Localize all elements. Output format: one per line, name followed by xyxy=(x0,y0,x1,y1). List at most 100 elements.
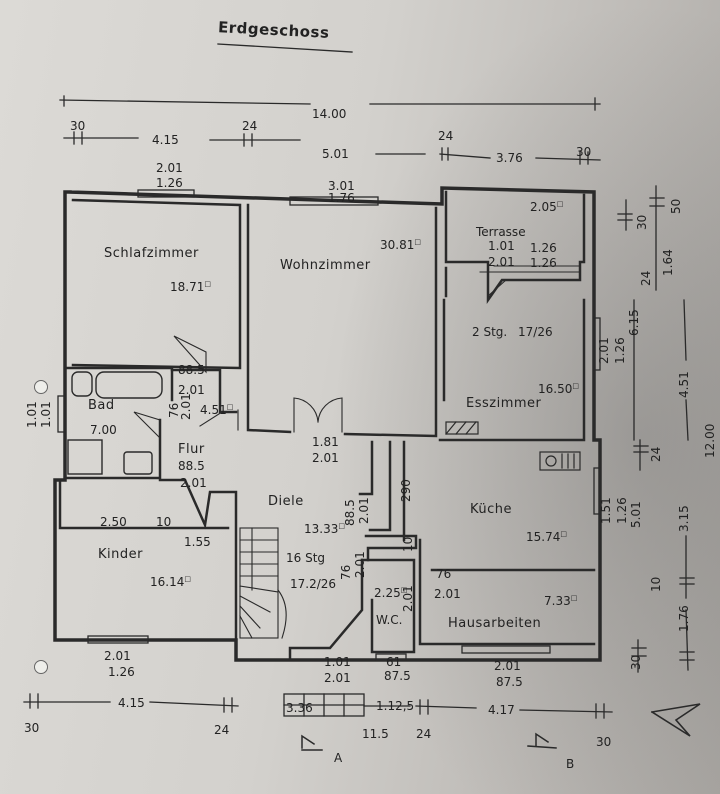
diele-door-height: 2.01 xyxy=(357,497,371,524)
punch-hole-top xyxy=(34,380,48,394)
kinder-dim-b: 10 xyxy=(156,515,172,529)
wohnzimmer-area: 30.81□ xyxy=(380,238,421,252)
top-dimension-lines xyxy=(59,43,601,165)
terrasse-door-2-height: 1.26 xyxy=(530,256,557,270)
dim-top-seg-1: 4.15 xyxy=(152,133,179,147)
area-mark: □ xyxy=(400,586,408,594)
dim-right-overall: 12.00 xyxy=(703,423,717,458)
punch-hole-bottom xyxy=(34,660,48,674)
bad-door-width: 88.5 xyxy=(178,363,205,377)
dim-top-wall-a: 24 xyxy=(242,119,258,133)
bad-window-width: 1.01 xyxy=(25,401,39,428)
flur-label: Flur xyxy=(178,442,205,457)
diele-stair-ratio: 17.2/26 xyxy=(290,577,337,591)
wohnzimmer-window-height: 1.76 xyxy=(328,191,355,205)
dim-right-overall-part: 6.15 xyxy=(627,309,641,336)
bad-window-height: 1.01 xyxy=(39,401,53,428)
dim-right-top-extra: 50 xyxy=(669,198,683,214)
area-mark: □ xyxy=(570,594,578,602)
bad-label: Bad xyxy=(88,398,115,413)
kinder-area: 16.14□ xyxy=(150,575,191,589)
kinder-dim-c: 1.55 xyxy=(184,535,211,549)
terrasse-door-2-width: 1.26 xyxy=(530,241,557,255)
staircase xyxy=(239,527,287,639)
diele-label: Diele xyxy=(268,494,304,509)
esszimmer-stair-ratio: 17/26 xyxy=(518,325,553,339)
dim-bottom-seg-2: 3.36 xyxy=(286,701,313,715)
wohnzimmer-window-width: 3.01 xyxy=(328,179,355,193)
esszimmer-window-width: 2.01 xyxy=(597,337,611,364)
dim-right-seg-b: 4.51 xyxy=(677,371,691,398)
plan-title: Erdgeschoss xyxy=(217,18,330,42)
schlafzimmer-area: 18.71□ xyxy=(170,280,211,294)
wc-window-height: 87.5 xyxy=(384,669,411,683)
north-arrow xyxy=(650,703,701,737)
dim-bottom-seg-1: 4.15 xyxy=(118,696,145,710)
diele-small-width: 76 xyxy=(339,564,353,580)
bad-side-height: 2.01 xyxy=(179,393,193,420)
esszimmer-stair-note: 2 Stg. xyxy=(472,325,508,339)
kueche-label: Küche xyxy=(470,502,513,517)
terrasse-door-1-height: 2.01 xyxy=(488,255,515,269)
dim-right-top-wall: 30 xyxy=(635,214,649,230)
windows xyxy=(57,189,601,661)
entry-door-height: 2.01 xyxy=(324,671,351,685)
dim-top-overall: 14.00 xyxy=(312,107,347,121)
esszimmer-area: 16.50□ xyxy=(538,382,579,396)
kinder-dim-a: 2.50 xyxy=(100,515,127,529)
hausarbeiten-label: Hausarbeiten xyxy=(448,616,542,631)
section-marker-a: A xyxy=(334,751,343,765)
dim-top-wall-right: 30 xyxy=(576,145,592,159)
hausarbeiten-area: 7.33□ xyxy=(544,594,578,608)
terrace-steps xyxy=(479,265,581,273)
diele-small-height: 2.01 xyxy=(353,551,367,578)
hausarbeiten-window-height: 87.5 xyxy=(496,675,523,689)
bottom-dimension-lines xyxy=(23,693,613,719)
area-mark: □ xyxy=(556,200,564,208)
terrasse-label: Terrasse xyxy=(476,225,526,239)
section-markers xyxy=(301,732,557,751)
dim-right-seg-a: 1.64 xyxy=(661,249,675,276)
kinder-label: Kinder xyxy=(98,547,143,562)
esszimmer-window-height: 1.26 xyxy=(613,337,627,364)
area-mark: □ xyxy=(414,238,421,246)
kueche-window-width: 1.51 xyxy=(599,497,613,524)
diele-stairs-count: 16 Stg xyxy=(286,551,326,565)
dim-bottom-seg-5: 4.17 xyxy=(488,703,515,717)
door-swings xyxy=(133,269,507,439)
area-mark: □ xyxy=(572,382,579,390)
dim-right-wall-b: 24 xyxy=(649,446,663,462)
area-mark: □ xyxy=(338,522,345,530)
flur-door-height: 2.01 xyxy=(180,476,207,490)
inner-walls xyxy=(58,190,596,662)
entry-door-width: 1.01 xyxy=(324,655,351,669)
schlafzimmer-window-width: 2.01 xyxy=(156,161,183,175)
bad-door-height: 2.01 xyxy=(178,383,205,397)
wc-door-height: 2.01 xyxy=(401,585,415,612)
diele-side-value: 290 xyxy=(399,479,413,502)
area-mark: □ xyxy=(560,530,567,538)
kitchen-fixtures xyxy=(445,421,581,471)
wc-area: 2.25□ xyxy=(374,586,408,600)
wc-window-width: 61 xyxy=(386,655,402,669)
diele-small-v: 10 xyxy=(401,536,415,552)
area-mark: □ xyxy=(184,575,191,583)
dim-top-seg-2: 5.01 xyxy=(322,147,349,161)
esszimmer-label: Esszimmer xyxy=(466,396,542,411)
dim-right-seg-d: 3.15 xyxy=(677,505,691,532)
flur-door-width: 88.5 xyxy=(178,459,205,473)
dim-right-bottom-wall: 30 xyxy=(629,654,643,670)
terrasse-area: 2.05□ xyxy=(530,200,564,214)
kinder-window-height: 1.26 xyxy=(108,665,135,679)
dim-bottom-wall-a: 24 xyxy=(214,723,230,737)
dim-right-seg-e: 1.76 xyxy=(677,605,691,632)
wohnzimmer-door-width: 1.81 xyxy=(312,435,339,449)
schlafzimmer-label: Schlafzimmer xyxy=(104,246,199,261)
dim-bottom-wall-right: 30 xyxy=(596,735,612,749)
dim-top-seg-3: 3.76 xyxy=(496,151,523,165)
schlafzimmer-window-height: 1.26 xyxy=(156,176,183,190)
dim-right-wall-c: 10 xyxy=(649,576,663,592)
dim-bottom-seg-4: 1.12,5 xyxy=(376,699,415,713)
dim-bottom-seg-3: 11.5 xyxy=(362,727,389,741)
